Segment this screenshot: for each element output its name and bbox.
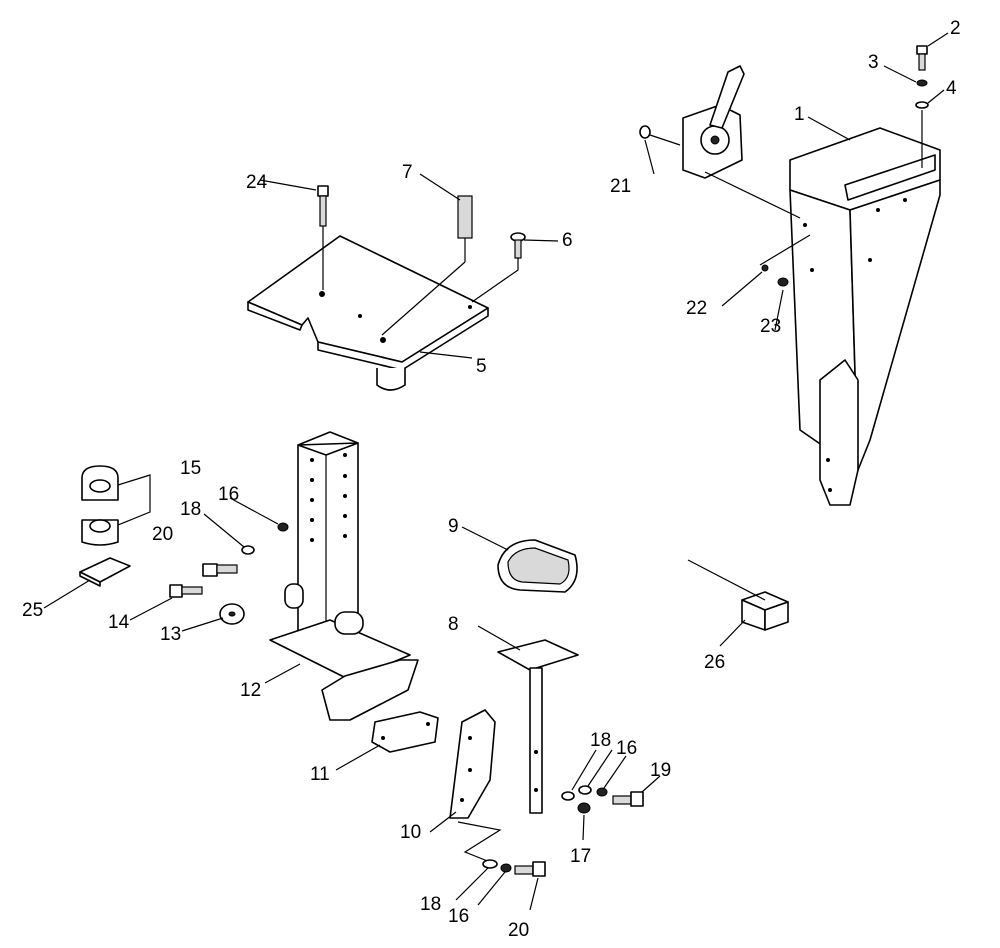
callout-10: 10 [400, 822, 421, 843]
callout-21: 21 [610, 176, 631, 197]
part-20-bolt-bottom [514, 861, 546, 877]
throttle-control [682, 65, 745, 179]
callout-23: 23 [760, 316, 781, 337]
callout-9: 9 [448, 516, 459, 537]
callout-25: 25 [22, 600, 43, 621]
callout-18-upper: 18 [180, 499, 201, 520]
part-20-bolt-upper [202, 563, 238, 577]
callout-22: 22 [686, 298, 707, 319]
callout-1: 1 [794, 104, 805, 125]
callout-20-upper: 20 [152, 524, 173, 545]
part-26-relay [687, 559, 789, 631]
part-19-bolt [612, 791, 644, 807]
part-7-spring [381, 195, 473, 336]
part-18-washers-lower [561, 785, 592, 801]
callout-12: 12 [240, 680, 261, 701]
part-4-washer [915, 101, 929, 168]
part-12-column [269, 431, 419, 721]
part-16-nut-upper [277, 522, 289, 532]
part-16-nut-bottom [500, 863, 512, 873]
part-22-washer [761, 264, 769, 272]
part-9-pedal-pad [497, 539, 578, 593]
callout-19: 19 [650, 760, 671, 781]
callout-20-bottom: 20 [508, 920, 529, 941]
callout-18-lower: 18 [590, 730, 611, 751]
part-18-washer-bottom [482, 859, 498, 869]
callout-leaders [43, 32, 949, 911]
part-6-bolt [471, 232, 526, 303]
part-8-pedal-arm [497, 639, 579, 814]
callout-2: 2 [950, 18, 961, 39]
part-17-nut [577, 802, 591, 814]
part-11-sector [371, 711, 439, 753]
callout-7: 7 [402, 162, 413, 183]
part-3-nut [916, 79, 928, 87]
part-23-nut [777, 277, 789, 287]
callout-24: 24 [246, 172, 268, 193]
callout-18-bottom: 18 [420, 894, 441, 915]
callout-16-upper: 16 [218, 484, 239, 505]
part-1-housing [789, 127, 941, 506]
callout-16-bottom: 16 [448, 906, 469, 927]
part-14-bolt [169, 584, 203, 598]
part-18-washer-upper [241, 545, 255, 555]
callout-14: 14 [108, 612, 130, 633]
callout-3: 3 [868, 52, 879, 73]
part-13-washer [219, 603, 245, 625]
part-16-nut-lower [596, 787, 608, 797]
part-2-bolt [916, 45, 928, 71]
callout-8: 8 [448, 614, 459, 635]
part-10-bracket [449, 709, 502, 863]
callout-11: 11 [310, 764, 330, 785]
part-15-clamp [81, 465, 151, 546]
callout-5: 5 [476, 356, 487, 377]
callout-13: 13 [160, 624, 181, 645]
callout-6: 6 [562, 230, 573, 251]
callout-15: 15 [180, 458, 201, 479]
callout-labels: 2 3 4 1 5 6 7 24 21 22 23 15 16 18 20 9 … [22, 18, 961, 941]
part-24-bolt [317, 185, 329, 290]
part-5-plate [247, 235, 489, 391]
part-21-screw [639, 125, 681, 146]
callout-26: 26 [704, 652, 725, 673]
callout-16-lower: 16 [616, 738, 637, 759]
callout-17: 17 [570, 846, 591, 867]
callout-4: 4 [946, 78, 957, 99]
part-25-block [79, 557, 131, 587]
